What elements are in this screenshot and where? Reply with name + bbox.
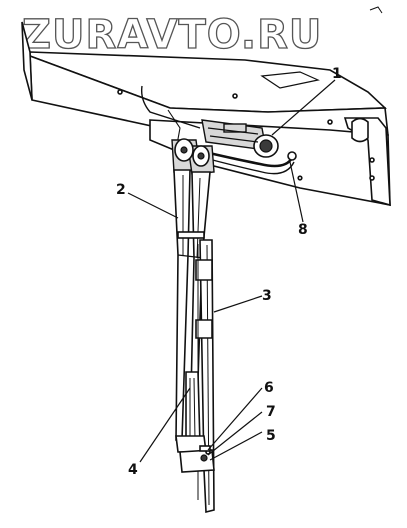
callout-6: 6 xyxy=(264,380,274,396)
wire-harness xyxy=(204,150,297,175)
callout-8: 8 xyxy=(298,222,308,238)
lower-arm-assembly xyxy=(175,371,207,453)
wiper-blade xyxy=(195,239,215,514)
callout-5: 5 xyxy=(266,428,276,444)
watermark-corner-mark xyxy=(369,6,383,14)
callout-1: 1 xyxy=(332,66,342,82)
callout-4: 4 xyxy=(128,462,138,478)
leader-lines xyxy=(127,79,336,463)
arm-pivot-heads xyxy=(171,138,215,175)
wiper-motor xyxy=(201,119,279,158)
callout-2: 2 xyxy=(116,182,126,198)
watermark-text: ZURAVTO.RU xyxy=(22,12,322,58)
callout-3: 3 xyxy=(262,288,272,304)
callout-7: 7 xyxy=(266,404,276,420)
blade-end-clip xyxy=(179,445,215,473)
